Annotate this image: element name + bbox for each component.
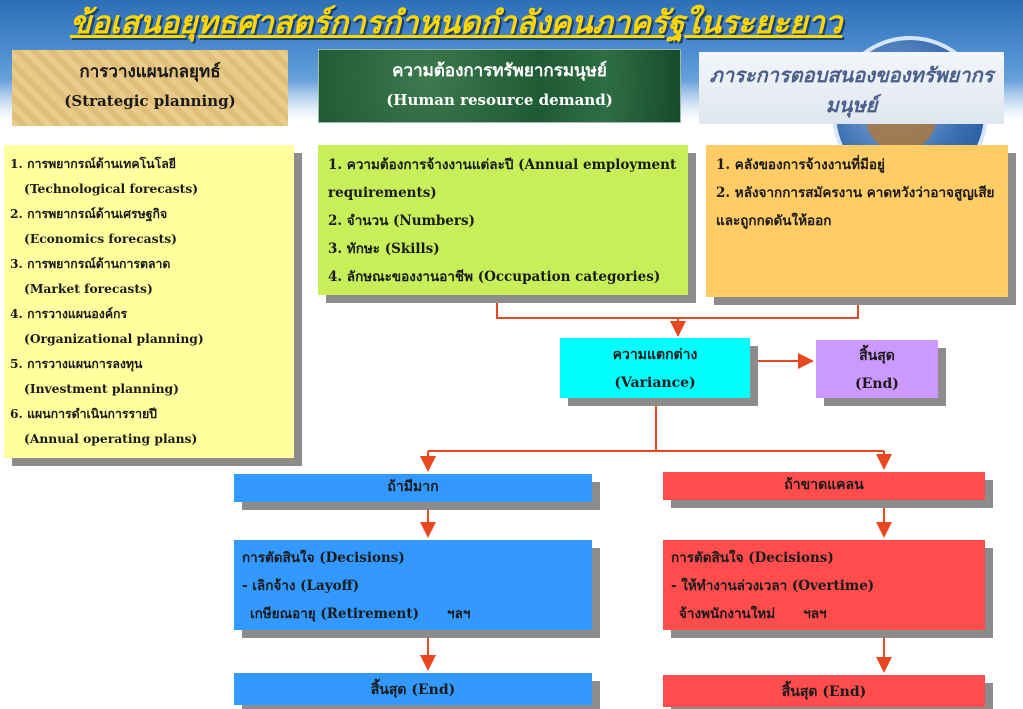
strategic-item-2-en: (Economics forecasts) <box>24 231 177 246</box>
strategic-item-5-th: 5. การวางแผนการลงทุน <box>10 356 143 371</box>
banner-hr-burden: ภาระการตอบสนองของทรัพยากรมนุษย์ <box>699 52 1004 124</box>
end-top-th: สิ้นสุด <box>859 348 895 364</box>
end-top-en: (End) <box>855 376 899 392</box>
strategic-item-6-th: 6. แผนการดำเนินการรายปี <box>10 406 157 421</box>
shortage-new-hire: จ้างพนักงานใหม่ <box>679 606 776 622</box>
end-box-top: สิ้นสุด (End) <box>816 340 938 398</box>
banner-hr-demand: ความต้องการทรัพยากรมนุษย์ (Human resourc… <box>318 49 681 123</box>
strategic-item-5-en: (Investment planning) <box>24 381 179 396</box>
strategic-item-4-th: 4. การวางแผนองค์กร <box>10 306 128 321</box>
strategic-planning-box: 1. การพยากรณ์ด้านเทคโนโลยี (Technologica… <box>4 145 294 458</box>
demand-item-3: 3. ทักษะ (Skills) <box>328 241 440 257</box>
shortage-overtime: - ให้ทำงานล่วงเวลา (Overtime) <box>671 578 875 594</box>
variance-box: ความแตกต่าง (Variance) <box>560 338 750 398</box>
variance-th: ความแตกต่าง <box>612 347 698 363</box>
shortage-header: ถ้าขาดแคลน <box>784 477 864 493</box>
surplus-box: ถ้ามีมาก <box>234 474 592 502</box>
strategic-item-6-en: (Annual operating plans) <box>24 431 198 446</box>
shortage-end-label: สิ้นสุด (End) <box>781 684 867 700</box>
surplus-decisions-title: การตัดสินใจ (Decisions) <box>242 550 405 566</box>
shortage-end-box: สิ้นสุด (End) <box>663 675 985 707</box>
demand-item-2: 2. จำนวน (Numbers) <box>328 213 475 229</box>
banner-demand-en: (Human resource demand) <box>386 90 613 109</box>
banner-demand-th: ความต้องการทรัพยากรมนุษย์ <box>392 61 607 81</box>
surplus-header: ถ้ามีมาก <box>387 479 439 495</box>
surplus-layoff: - เลิกจ้าง (Layoff) <box>242 578 360 594</box>
banner-strategic-planning: การวางแผนกลยุทธ์ (Strategic planning) <box>12 50 288 126</box>
shortage-etc: ฯลฯ <box>803 606 827 622</box>
surplus-etc: ฯลฯ <box>447 606 471 622</box>
connector-right-to-variance <box>678 298 859 319</box>
hr-demand-box: 1. ความต้องการจ้างงานแต่ละปี (Annual emp… <box>318 145 688 295</box>
strategic-item-1-th: 1. การพยากรณ์ด้านเทคโนโลยี <box>10 156 176 171</box>
slide-title: ข้อเสนอยุทธศาสตร์การกำหนดกำลังคนภาครัฐใน… <box>70 5 843 41</box>
strategic-item-3-en: (Market forecasts) <box>24 281 153 296</box>
strategic-item-3-th: 3. การพยากรณ์ด้านการตลาด <box>10 256 171 271</box>
variance-en: (Variance) <box>614 375 696 391</box>
strategic-item-4-en: (Organizational planning) <box>24 331 204 346</box>
surplus-decisions-box: การตัดสินใจ (Decisions) - เลิกจ้าง (Layo… <box>234 540 592 630</box>
banner-burden-th: ภาระการตอบสนองของทรัพยากรมนุษย์ <box>709 63 994 117</box>
surplus-end-box: สิ้นสุด (End) <box>234 673 592 705</box>
shortage-decisions-title: การตัดสินใจ (Decisions) <box>671 550 834 566</box>
strategic-item-1-en: (Technological forecasts) <box>24 181 199 196</box>
surplus-end-label: สิ้นสุด (End) <box>370 682 456 698</box>
surplus-retirement: เกษียณอายุ (Retirement) <box>250 606 419 622</box>
burden-item-1: 1. คลังของการจ้างงานที่มีอยู่ <box>716 157 885 173</box>
demand-item-4: 4. ลักษณะของงานอาชีพ (Occupation categor… <box>328 269 661 285</box>
strategic-item-2-th: 2. การพยากรณ์ด้านเศรษฐกิจ <box>10 206 168 221</box>
demand-item-1: 1. ความต้องการจ้างงานแต่ละปี (Annual emp… <box>328 157 677 201</box>
banner-strategic-th: การวางแผนกลยุทธ์ <box>79 62 221 82</box>
connector-variance-down <box>428 400 884 452</box>
connector-mid-to-variance <box>496 296 678 319</box>
shortage-box: ถ้าขาดแคลน <box>663 472 985 500</box>
banner-strategic-en: (Strategic planning) <box>64 91 236 110</box>
shortage-decisions-box: การตัดสินใจ (Decisions) - ให้ทำงานล่วงเว… <box>663 540 985 630</box>
burden-item-2: 2. หลังจากการสมัครงาน คาดหวังว่าอาจสูญเส… <box>716 185 995 229</box>
hr-burden-box: 1. คลังของการจ้างงานที่มีอยู่ 2. หลังจาก… <box>706 145 1008 297</box>
